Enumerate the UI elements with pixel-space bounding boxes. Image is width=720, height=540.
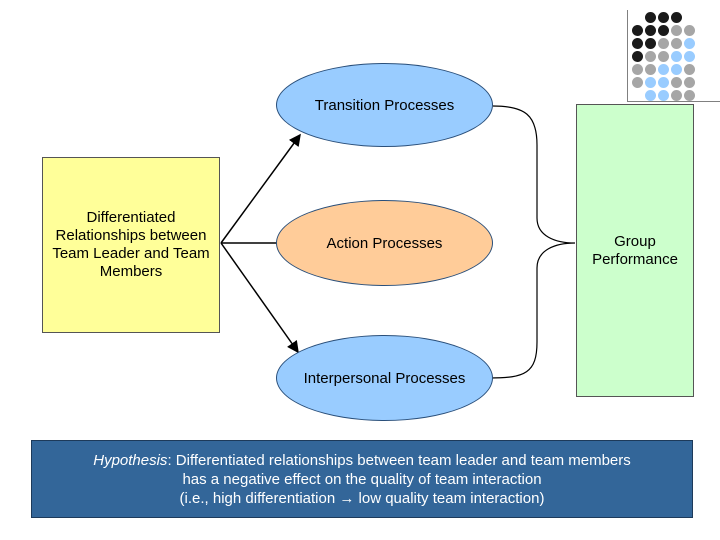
hypothesis-line-1-text: : Differentiated relationships between t… [167,451,631,469]
arrow-to-transition [220,133,301,244]
hypothesis-line-2: has a negative effect on the quality of … [182,470,542,488]
arrow-to-interpersonal [220,242,299,354]
dot [671,51,682,62]
dot [632,64,643,75]
dot [658,90,669,101]
dot [671,25,682,36]
dot [645,90,656,101]
dot [684,51,695,62]
grouping-brace [489,105,576,379]
input-box: Differentiated Relationships between Tea… [42,157,220,333]
dot [658,77,669,88]
dot [658,38,669,49]
dot [645,38,656,49]
dot [632,51,643,62]
process-label: Interpersonal Processes [303,369,466,387]
output-box-text: Group Performance [592,232,678,268]
dot [645,77,656,88]
hypothesis-line-1: Hypothesis: Differentiated relationships… [32,451,692,470]
hypothesis-box: Hypothesis: Differentiated relationships… [31,440,693,518]
dot [632,38,643,49]
corner-divider-vertical [627,10,628,102]
dot [632,77,643,88]
input-box-text: Differentiated Relationships between Tea… [52,209,210,280]
process-label: Action Processes [326,234,443,252]
process-label: Transition Processes [314,96,455,114]
hypothesis-label: Hypothesis [93,451,168,469]
hypothesis-line-3: (i.e., high differentiation → low qualit… [179,489,545,507]
dot [671,77,682,88]
dot [684,77,695,88]
dot [671,12,682,23]
dot [671,90,682,101]
dot [671,64,682,75]
process-ellipse-action: Action Processes [276,200,493,286]
process-ellipse-transition: Transition Processes [276,63,493,147]
corner-divider-horizontal [627,101,720,102]
dot [645,64,656,75]
dot [645,25,656,36]
dot [658,25,669,36]
dot [645,12,656,23]
dot [684,90,695,101]
dot [645,51,656,62]
dot [632,25,643,36]
dot [671,38,682,49]
dot [684,64,695,75]
dot [684,38,695,49]
process-ellipse-interpersonal: Interpersonal Processes [276,335,493,421]
dot [658,51,669,62]
dot [684,25,695,36]
dot [658,12,669,23]
dot [658,64,669,75]
output-box: Group Performance [576,104,694,397]
